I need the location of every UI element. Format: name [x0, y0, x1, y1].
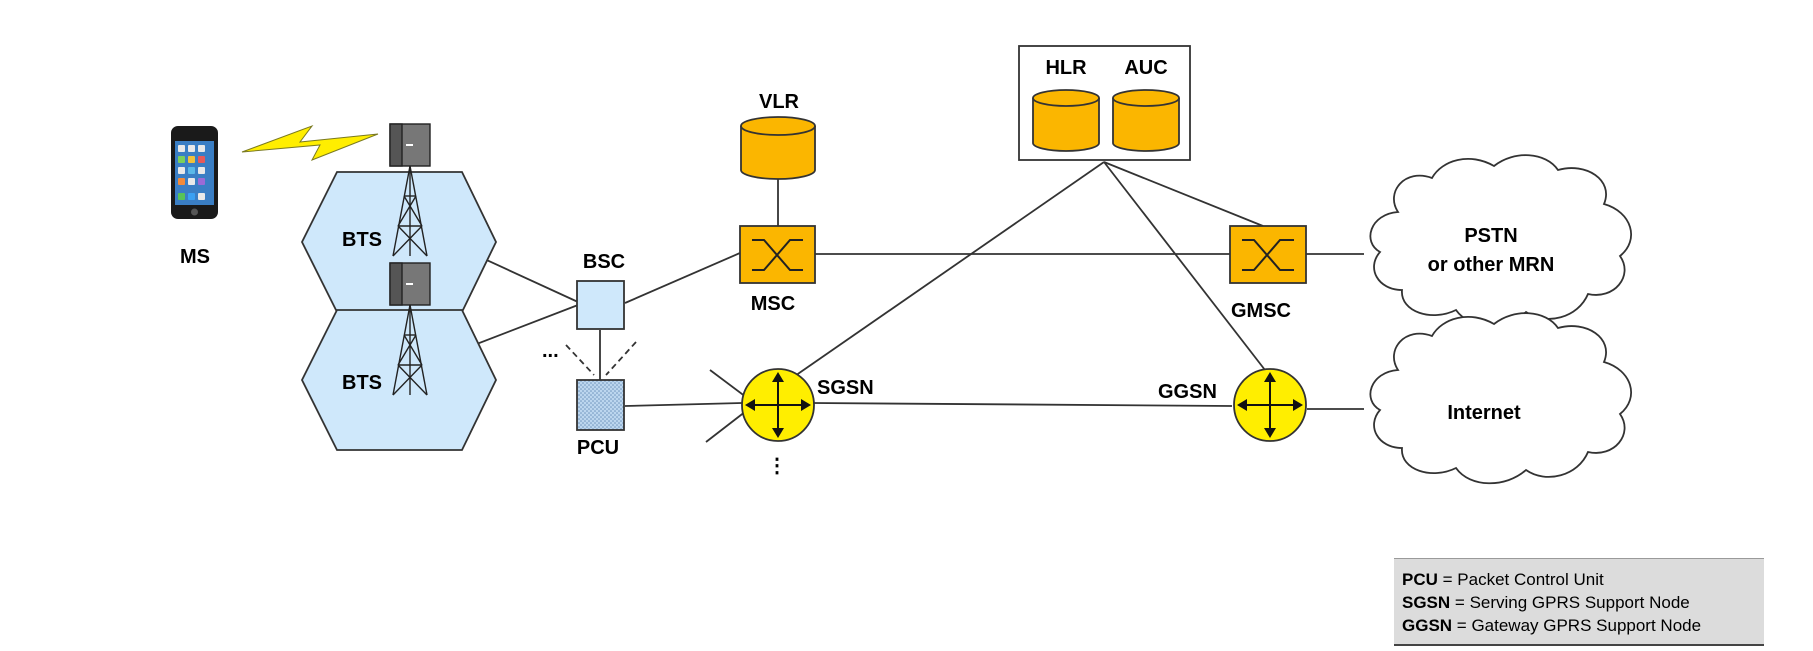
legend-text: Serving GPRS Support Node — [1469, 593, 1690, 612]
ggsn-router-icon — [1233, 368, 1307, 442]
pcu-more-ellipsis: ... — [542, 340, 559, 362]
label-ms: MS — [180, 246, 210, 268]
ms-phone-icon — [171, 126, 218, 219]
legend-abbr: SGSN — [1402, 593, 1451, 612]
link-pcu-dash-left — [565, 344, 595, 376]
label-bts-bottom: BTS — [342, 372, 382, 394]
legend-row-pcu: PCU = Packet Control Unit — [1402, 568, 1764, 591]
legend-sep: = — [1437, 570, 1458, 589]
label-auc: AUC — [1124, 57, 1167, 79]
sgsn-more-ellipsis: ⋮ — [767, 455, 787, 477]
radio-link-lightning-icon — [241, 124, 379, 161]
msc-switch-icon — [739, 225, 816, 284]
pstn-cloud — [1369, 154, 1632, 327]
label-msc: MSC — [751, 293, 795, 315]
connection-lines — [429, 161, 1364, 443]
bts-tower-bottom-icon — [389, 262, 431, 396]
legend-row-ggsn: GGSN = Gateway GPRS Support Node — [1402, 614, 1764, 637]
link-sgsn-ggsn — [812, 402, 1233, 407]
bts-cell-bottom — [300, 309, 498, 451]
abbreviation-legend: PCU = Packet Control Unit SGSN = Serving… — [1394, 558, 1764, 646]
bts-tower-top-icon — [389, 123, 431, 257]
legend-text: Gateway GPRS Support Node — [1471, 616, 1702, 635]
hlr-database-icon — [1032, 89, 1100, 152]
label-ggsn: GGSN — [1158, 381, 1217, 403]
label-internet: Internet — [1447, 402, 1521, 424]
label-pcu: PCU — [577, 437, 619, 459]
label-gmsc: GMSC — [1231, 300, 1291, 322]
gmsc-switch-icon — [1229, 225, 1307, 284]
legend-sep: = — [1450, 593, 1470, 612]
vlr-database-icon — [740, 116, 816, 180]
legend-text: Packet Control Unit — [1457, 570, 1604, 589]
label-pstn-line2: or other MRN — [1428, 254, 1555, 276]
label-bts-top: BTS — [342, 229, 382, 251]
label-bsc: BSC — [583, 251, 625, 273]
label-hlr: HLR — [1045, 57, 1087, 79]
link-hlr-ggsn — [1103, 161, 1266, 371]
legend-abbr: GGSN — [1402, 616, 1453, 635]
bsc-node — [576, 280, 625, 330]
sgsn-router-icon — [741, 368, 815, 442]
label-vlr: VLR — [759, 91, 800, 113]
legend-row-sgsn: SGSN = Serving GPRS Support Node — [1402, 591, 1764, 614]
link-pcu-sgsn — [624, 402, 743, 407]
label-pstn-line1: PSTN — [1464, 225, 1517, 247]
link-hlr-sgsn — [791, 161, 1105, 379]
legend-abbr: PCU — [1402, 570, 1438, 589]
link-hlr-gmsc — [1103, 161, 1264, 227]
label-sgsn: SGSN — [817, 377, 874, 399]
pcu-node — [576, 379, 625, 431]
internet-cloud — [1369, 312, 1632, 485]
link-bsc-msc — [624, 252, 741, 304]
auc-database-icon — [1112, 89, 1180, 152]
link-pcu-dash-right — [605, 341, 637, 376]
legend-sep: = — [1452, 616, 1472, 635]
